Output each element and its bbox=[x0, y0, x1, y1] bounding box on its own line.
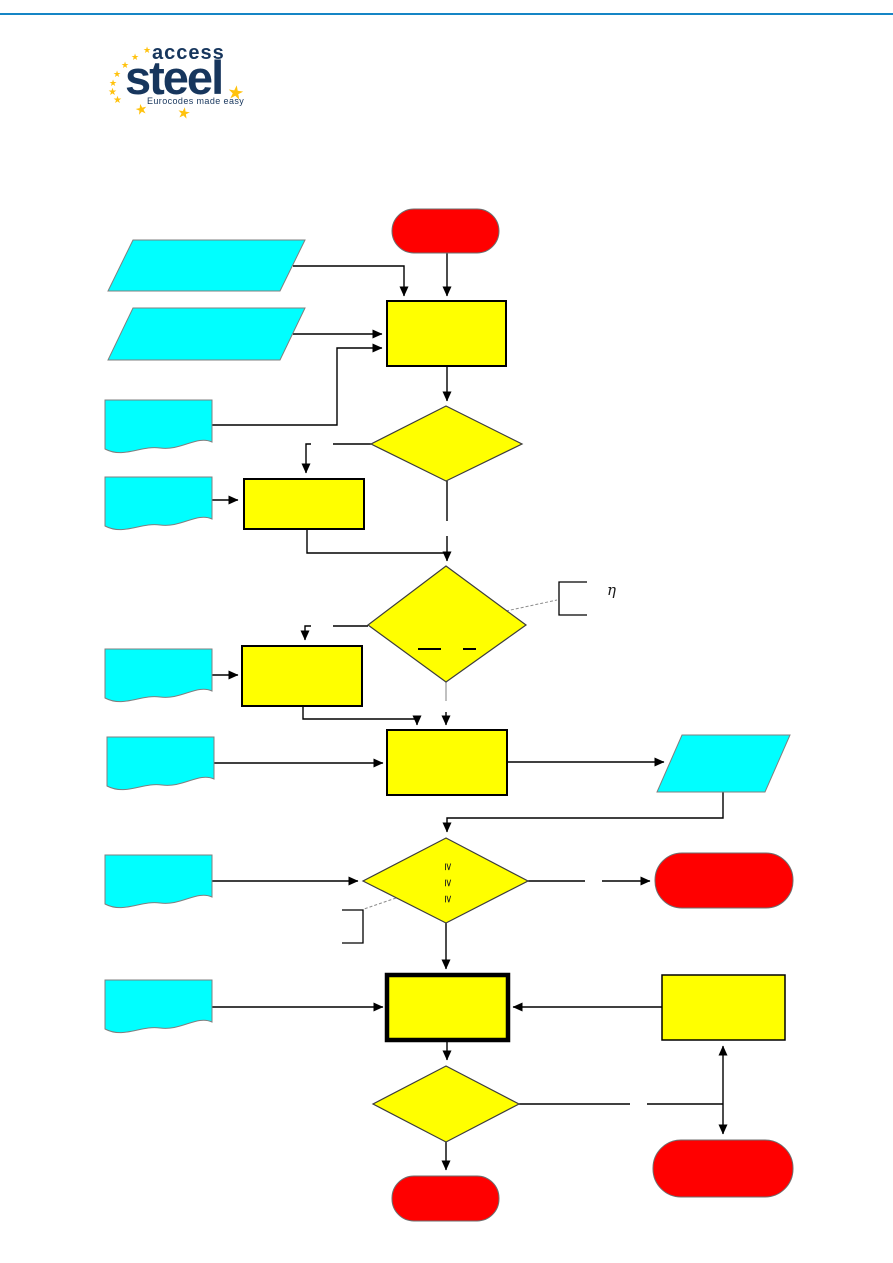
callout-leader-1 bbox=[505, 599, 558, 612]
process-4 bbox=[661, 974, 786, 1041]
logo-star-icon: ★ bbox=[143, 45, 152, 55]
eta-symbol-label: η bbox=[607, 581, 616, 599]
logo-star-icon: ★ bbox=[121, 60, 130, 70]
logo-star-icon: ★ bbox=[113, 95, 122, 106]
inequality-stack-label: ≥ ≥ ≥ bbox=[442, 862, 454, 906]
end-terminator bbox=[391, 1175, 500, 1222]
decision-2 bbox=[366, 565, 528, 683]
connector-decision1-to-small1 bbox=[301, 443, 311, 474]
logo-star-icon: ★ bbox=[109, 78, 118, 88]
terminator-not-ok-1 bbox=[654, 852, 794, 909]
logo-star-icon: ★ bbox=[113, 69, 122, 79]
connector-output-to-decision3 bbox=[442, 792, 724, 833]
logo-star-icon: ★ bbox=[131, 52, 140, 62]
logo-word-steel: steel bbox=[125, 51, 224, 104]
process-small-2 bbox=[241, 645, 363, 707]
logo-tagline: Eurocodes made easy bbox=[147, 96, 245, 106]
connector-small2-to-process2 bbox=[302, 706, 422, 726]
document-3 bbox=[104, 648, 213, 703]
callout-leader-2 bbox=[363, 897, 397, 910]
logo-word-access: access bbox=[152, 42, 225, 64]
decision-3 bbox=[361, 837, 530, 924]
process-3-thick bbox=[384, 972, 511, 1043]
callout-bracket-1 bbox=[558, 581, 587, 616]
input-parallelogram-1 bbox=[107, 239, 306, 292]
logo-star-icon: ★ bbox=[108, 87, 117, 98]
terminator-not-ok-2 bbox=[652, 1139, 794, 1198]
process-2 bbox=[386, 729, 508, 796]
header-rule bbox=[0, 13, 893, 15]
process-small-1 bbox=[243, 478, 365, 530]
input-parallelogram-2 bbox=[107, 307, 306, 361]
output-parallelogram bbox=[656, 734, 791, 793]
connector-document1-to-process1 bbox=[212, 343, 383, 426]
access-steel-logo: ★ ★ ★ ★ ★ ★ ★ ★ ★ ★ bbox=[100, 38, 280, 128]
connector-small1-merge bbox=[306, 529, 447, 554]
document-1 bbox=[104, 399, 213, 454]
decision-4 bbox=[371, 1065, 521, 1143]
callout-bracket-2 bbox=[342, 909, 364, 944]
process-1 bbox=[386, 300, 507, 367]
document-5 bbox=[104, 854, 213, 909]
annotation-callouts bbox=[342, 581, 587, 944]
connector-decision2-to-small2 bbox=[300, 625, 311, 641]
shapes bbox=[104, 208, 794, 1222]
connectors bbox=[212, 253, 728, 1171]
document-6 bbox=[104, 979, 213, 1034]
document-2 bbox=[104, 476, 213, 531]
decision-1 bbox=[369, 405, 524, 482]
document-4 bbox=[106, 736, 215, 791]
start-terminator bbox=[391, 208, 500, 254]
connector-parallelogram1-to-process1 bbox=[293, 265, 409, 297]
